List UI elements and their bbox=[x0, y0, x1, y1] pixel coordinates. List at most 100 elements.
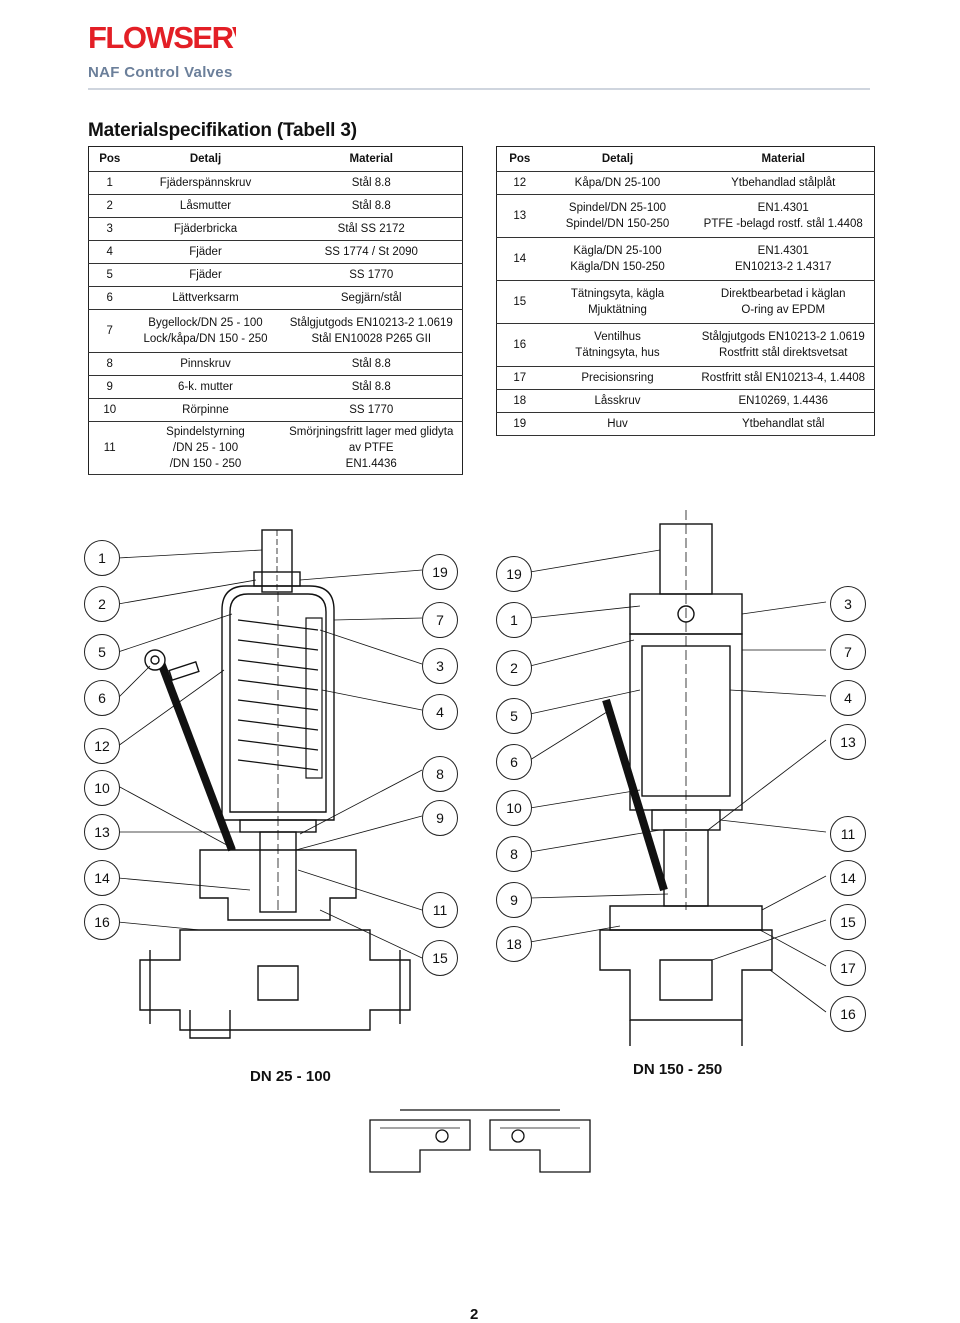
cell-material: SS 1770 bbox=[280, 263, 463, 287]
callout-bubble: 1 bbox=[496, 602, 532, 638]
cell-material: Stål 8.8 bbox=[280, 375, 463, 399]
callout-bubble: 11 bbox=[422, 892, 458, 928]
callout-bubble: 2 bbox=[496, 650, 532, 686]
cell-detalj: Spindelstyrning /DN 25 - 100 /DN 150 - 2… bbox=[130, 421, 281, 475]
valve-dn25-drawing bbox=[139, 529, 411, 1039]
col-header-material: Material bbox=[280, 146, 463, 172]
callout-bubble: 5 bbox=[496, 698, 532, 734]
cell-detalj: Rörpinne bbox=[130, 398, 281, 422]
callout-bubble: 1 bbox=[84, 540, 120, 576]
subbrand-label: NAF Control Valves bbox=[88, 64, 233, 81]
cell-material: Segjärn/stål bbox=[280, 286, 463, 310]
seal-detail-drawing bbox=[360, 1080, 600, 1180]
cell-detalj: Precisionsring bbox=[542, 366, 693, 390]
cell-pos: 18 bbox=[496, 389, 543, 413]
cell-detalj: Fjäderbricka bbox=[130, 217, 281, 241]
cell-material: Stål 8.8 bbox=[280, 352, 463, 376]
callout-bubble: 7 bbox=[422, 602, 458, 638]
col-header-detalj: Detalj bbox=[130, 146, 281, 172]
cell-detalj: Kägla/DN 25-100 Kägla/DN 150-250 bbox=[542, 237, 693, 281]
cell-material: Stål SS 2172 bbox=[280, 217, 463, 241]
cell-material: Stål 8.8 bbox=[280, 171, 463, 195]
cell-pos: 13 bbox=[496, 194, 543, 238]
callout-bubble: 9 bbox=[422, 800, 458, 836]
callout-bubble: 16 bbox=[84, 904, 120, 940]
callout-bubble: 18 bbox=[496, 926, 532, 962]
callout-bubble: 6 bbox=[496, 744, 532, 780]
cell-material: Ytbehandlad stålplåt bbox=[692, 171, 875, 195]
cell-pos: 19 bbox=[496, 412, 543, 436]
callout-bubble: 10 bbox=[84, 770, 120, 806]
callout-bubble: 10 bbox=[496, 790, 532, 826]
cell-pos: 3 bbox=[88, 217, 131, 241]
cell-pos: 17 bbox=[496, 366, 543, 390]
cell-detalj: Kåpa/DN 25-100 bbox=[542, 171, 693, 195]
cell-pos: 1 bbox=[88, 171, 131, 195]
callout-bubble: 8 bbox=[422, 756, 458, 792]
callout-bubble: 3 bbox=[830, 586, 866, 622]
valve-drawing-svg bbox=[117, 510, 827, 1046]
cell-detalj: Låsmutter bbox=[130, 194, 281, 218]
callout-bubble: 9 bbox=[496, 882, 532, 918]
cell-pos: 4 bbox=[88, 240, 131, 264]
callout-bubble: 17 bbox=[830, 950, 866, 986]
callout-bubble: 13 bbox=[84, 814, 120, 850]
cell-detalj: Pinnskruv bbox=[130, 352, 281, 376]
col-header-detalj: Detalj bbox=[542, 146, 693, 172]
cell-detalj: Låsskruv bbox=[542, 389, 693, 413]
cell-pos: 11 bbox=[88, 421, 131, 475]
callout-bubble: 4 bbox=[830, 680, 866, 716]
cell-detalj: Lättverksarm bbox=[130, 286, 281, 310]
cell-material: EN10269, 1.4436 bbox=[692, 389, 875, 413]
col-header-pos: Pos bbox=[88, 146, 131, 172]
cell-detalj: Fjäder bbox=[130, 263, 281, 287]
callout-bubble: 14 bbox=[84, 860, 120, 896]
cell-detalj: Spindel/DN 25-100 Spindel/DN 150-250 bbox=[542, 194, 693, 238]
callout-bubble: 5 bbox=[84, 634, 120, 670]
cell-pos: 14 bbox=[496, 237, 543, 281]
callout-bubble: 19 bbox=[422, 554, 458, 590]
cell-material: Ytbehandlat stål bbox=[692, 412, 875, 436]
cell-material: SS 1770 bbox=[280, 398, 463, 422]
cell-pos: 6 bbox=[88, 286, 131, 310]
col-header-material: Material bbox=[692, 146, 875, 172]
callout-bubble: 4 bbox=[422, 694, 458, 730]
cell-pos: 9 bbox=[88, 375, 131, 399]
cell-pos: 12 bbox=[496, 171, 543, 195]
callout-bubble: 3 bbox=[422, 648, 458, 684]
cell-detalj: Tätningsyta, kägla Mjuktätning bbox=[542, 280, 693, 324]
page-number: 2 bbox=[470, 1306, 479, 1323]
cell-pos: 16 bbox=[496, 323, 543, 367]
cell-material: Smörjningsfritt lager med glidyta av PTF… bbox=[280, 421, 463, 475]
callout-bubble: 12 bbox=[84, 728, 120, 764]
header-divider bbox=[88, 88, 870, 90]
callout-bubble: 7 bbox=[830, 634, 866, 670]
cell-detalj: Huv bbox=[542, 412, 693, 436]
cell-detalj: 6-k. mutter bbox=[130, 375, 281, 399]
cell-material: Direktbearbetad i käglan O-ring av EPDM bbox=[692, 280, 875, 324]
callout-bubble: 19 bbox=[496, 556, 532, 592]
cell-detalj: Fjäder bbox=[130, 240, 281, 264]
callout-bubble: 15 bbox=[422, 940, 458, 976]
drawing-label-dn25: DN 25 - 100 bbox=[250, 1068, 331, 1085]
cell-material: Stålgjutgods EN10213-2 1.0619 Stål EN100… bbox=[280, 309, 463, 353]
cell-pos: 2 bbox=[88, 194, 131, 218]
callout-bubble: 14 bbox=[830, 860, 866, 896]
